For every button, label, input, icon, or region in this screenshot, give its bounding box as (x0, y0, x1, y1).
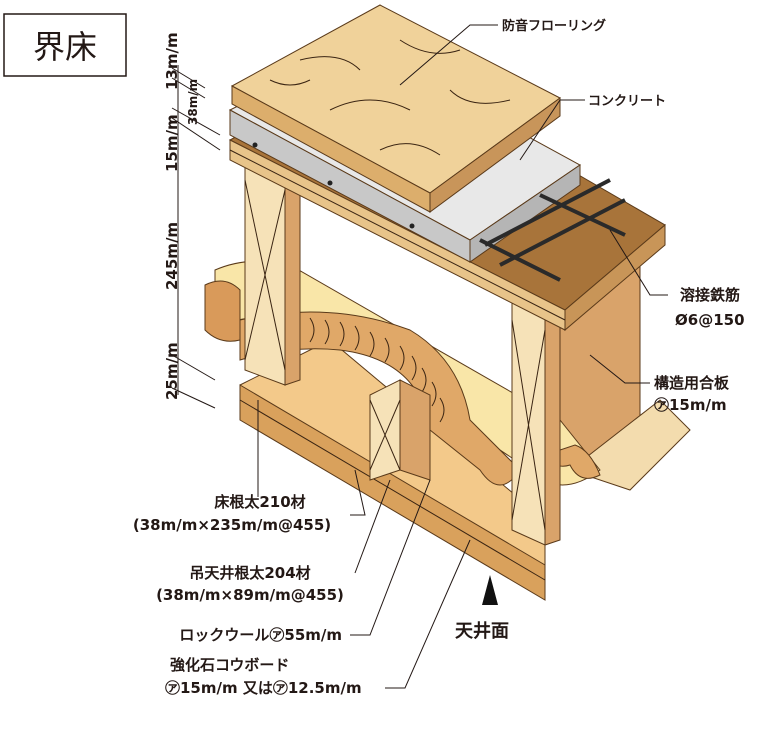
dim-38: 38m/m (186, 79, 200, 125)
label-rockwool: ロックウール㋐55m/m (179, 626, 342, 644)
label-plywood-spec: ㋐15m/m (654, 396, 727, 414)
label-joist-name: 床根太210材 (214, 493, 305, 511)
dimension-line: 13m/m 38m/m 15m/m 245m/m 25m/m (163, 32, 221, 409)
leader-lines (257, 24, 668, 689)
dim-25: 25m/m (163, 342, 181, 400)
floor-joist-right (511, 299, 561, 546)
label-gypsum-name: 強化石コウボード (170, 656, 289, 674)
soundproof-flooring (230, 4, 561, 213)
paper-sheet (568, 399, 691, 491)
label-ceiling-joist-spec: (38m/m×89m/m@455) (156, 586, 344, 604)
label-flooring: 防音フローリング (502, 18, 606, 34)
label-concrete: コンクリート (588, 94, 666, 109)
label-rebar-spec: Ø6@150 (675, 311, 745, 329)
dim-15: 15m/m (163, 114, 181, 172)
dim-13: 13m/m (163, 32, 181, 90)
title-box: 界床 (3, 13, 127, 77)
label-rebar-name: 溶接鉄筋 (680, 286, 740, 304)
label-ceiling-surface: 天井面 (455, 620, 509, 642)
title: 界床 (33, 28, 97, 66)
label-gypsum-spec: ㋐15m/m 又は㋐12.5m/m (165, 679, 362, 697)
label-ceiling-joist-name: 吊天井根太204材 (189, 564, 310, 582)
ceiling-arrow-icon (482, 575, 498, 605)
dim-245: 245m/m (163, 222, 181, 290)
label-plywood-name: 構造用合板 (654, 374, 730, 392)
ceiling-joist (369, 379, 431, 481)
label-joist-spec: (38m/m×235m/m@455) (133, 516, 331, 534)
floor-joist-left (244, 164, 301, 386)
welded-rebar (479, 178, 626, 282)
